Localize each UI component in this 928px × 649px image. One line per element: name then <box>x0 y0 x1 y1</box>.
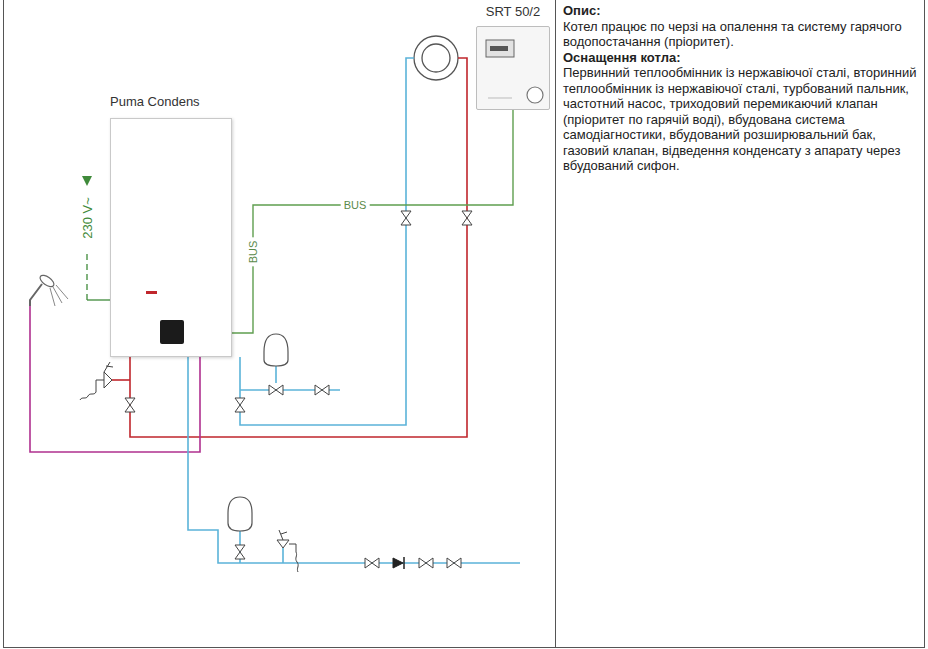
valve <box>269 385 283 395</box>
equipment-text: Первинний теплообмінник із нержавіючої с… <box>563 65 919 174</box>
section-heading: Оснащення котла: <box>563 50 919 66</box>
check-valve <box>403 557 405 569</box>
thermostat-box: SRT 50/2 <box>476 4 550 110</box>
radiator-symbol <box>414 36 458 80</box>
valve <box>447 558 461 568</box>
node-outline <box>476 26 550 110</box>
thermostat-knob <box>527 87 543 103</box>
safety-valve <box>104 372 112 388</box>
valve-symbol <box>269 385 283 395</box>
description-panel: Опис:Котел працює по черзі на опалення т… <box>563 3 919 174</box>
valve <box>235 398 245 412</box>
radiator-symbol <box>422 44 450 72</box>
valve-symbol <box>315 385 329 395</box>
valve <box>365 558 379 568</box>
valve <box>235 545 245 559</box>
safety-valve <box>104 362 113 372</box>
valve-symbol <box>365 558 379 568</box>
valve-symbol <box>462 211 472 225</box>
thermostat-face <box>477 27 549 109</box>
valve <box>315 385 329 395</box>
shower-symbol <box>30 284 42 306</box>
valve-symbol <box>125 398 135 412</box>
bus-label: BUS <box>247 238 260 267</box>
hot-water-pipe <box>30 306 200 452</box>
display-digits <box>490 46 508 51</box>
valve-symbol <box>401 211 411 225</box>
check-valve <box>393 558 403 568</box>
bus-connector <box>232 110 513 333</box>
node-heading: SRT 50/2 <box>476 4 550 20</box>
frame-line <box>555 0 556 648</box>
cold-water-pipe <box>188 357 520 563</box>
thermostat-mark <box>488 98 512 99</box>
boiler-logo <box>146 291 157 294</box>
valve <box>419 558 433 568</box>
drain-symbol <box>289 544 298 572</box>
valve-symbol <box>235 398 245 412</box>
valve <box>125 398 135 412</box>
frame-line <box>3 0 4 648</box>
heating-flow-pipe <box>130 58 467 437</box>
expansion-vessel <box>228 497 252 531</box>
safety-valve <box>277 540 289 548</box>
valve <box>401 211 411 225</box>
valve-symbol <box>235 545 245 559</box>
frame-line <box>924 0 925 648</box>
power-wire <box>87 299 110 300</box>
boiler-box: Puma Condens <box>110 94 232 357</box>
section-heading: Опис: <box>563 3 919 19</box>
valve-symbol <box>419 558 433 568</box>
bus-label: BUS <box>341 199 370 212</box>
valve-symbol <box>447 558 461 568</box>
cold-water-pipe <box>282 548 284 563</box>
heating-flow-pipe <box>112 379 130 381</box>
valve <box>462 211 472 225</box>
power-wire <box>86 254 87 300</box>
heating-return-pipe <box>240 58 414 425</box>
boiler-display <box>160 320 184 344</box>
description-text: Котел працює по черзі на опалення та сис… <box>563 19 919 50</box>
shower-head <box>38 273 56 289</box>
voltage-label: 230 V~ <box>80 195 95 241</box>
expansion-pipe <box>275 366 277 383</box>
thermostat-display <box>486 40 514 57</box>
frame-line <box>3 647 925 648</box>
boiler-face <box>111 119 231 356</box>
node-outline <box>110 118 232 357</box>
safety-valve <box>279 530 287 540</box>
expansion-vessel <box>264 334 288 366</box>
power-arrow <box>82 176 92 186</box>
node-heading: Puma Condens <box>110 94 232 110</box>
drain-symbol <box>80 380 104 400</box>
shower-spray <box>50 285 68 306</box>
